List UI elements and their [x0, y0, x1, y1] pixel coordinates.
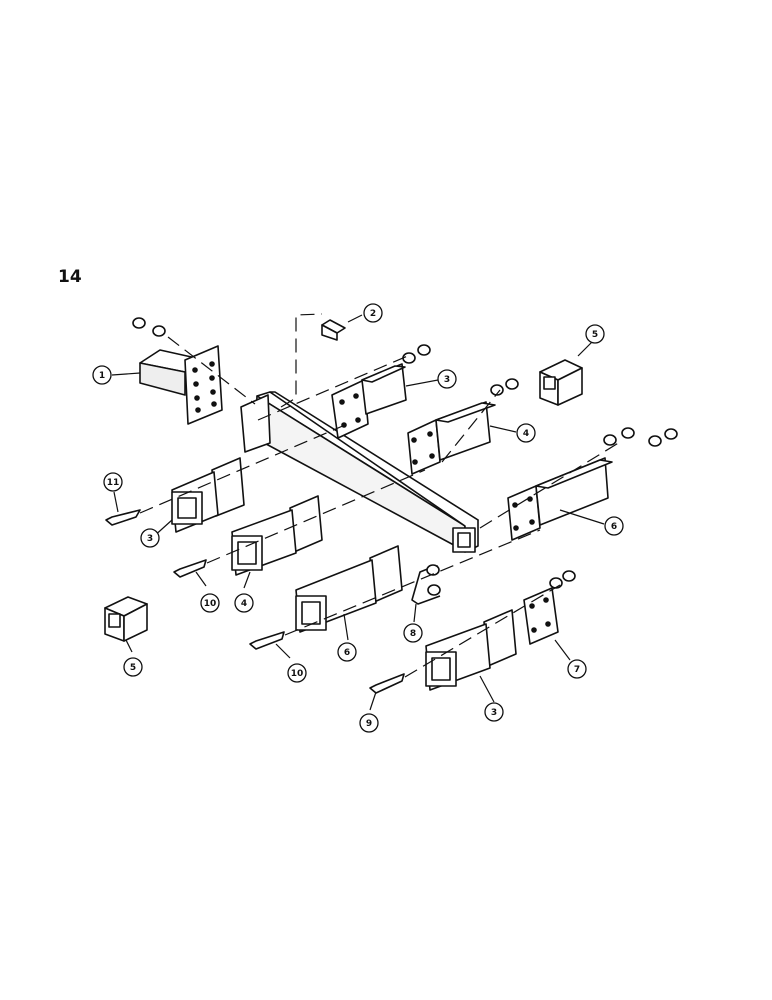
svg-text:3: 3: [147, 534, 153, 544]
callout-3-lower: 3: [484, 702, 504, 722]
bolt-9: [369, 673, 405, 694]
mount-tube-4-upper: [407, 401, 496, 475]
svg-text:8: 8: [410, 629, 416, 639]
callout-2: 2: [363, 303, 383, 323]
callout-5-lower: 5: [123, 657, 143, 677]
mount-tube-6-right: [507, 457, 613, 541]
bolt-10-lower: [249, 631, 285, 650]
callout-3-left: 3: [140, 528, 160, 548]
bolt-10-upper: [173, 559, 207, 578]
mount-tube-4-middle: [231, 495, 323, 576]
callout-10-upper: 10: [200, 593, 220, 613]
svg-text:3: 3: [444, 375, 450, 385]
callouts: 1 2 3 5 4 6 11 3 10 4 8 7 5 10 6 9 3: [92, 303, 624, 733]
callout-4-middle: 4: [234, 593, 254, 613]
bolt-2: [321, 319, 346, 341]
square-cap-5-lower: [104, 596, 148, 642]
square-cap-5-upper: [539, 359, 583, 406]
mount-tube-3-lower: [425, 609, 517, 691]
main-cross-tube: [240, 391, 479, 553]
callout-10-lower: 10: [287, 663, 307, 683]
callout-11: 11: [103, 472, 123, 492]
callout-5-upper: 5: [585, 324, 605, 344]
page-number: 14: [58, 267, 82, 287]
callout-6-right: 6: [604, 516, 624, 536]
bolt-11: [105, 509, 141, 526]
mount-tube-3-left: [171, 457, 245, 533]
callout-8: 8: [403, 623, 423, 643]
svg-text:3: 3: [491, 708, 497, 718]
svg-text:2: 2: [370, 309, 376, 319]
svg-text:9: 9: [366, 719, 372, 729]
svg-text:4: 4: [241, 599, 247, 609]
callout-1: 1: [92, 365, 112, 385]
svg-text:6: 6: [344, 648, 350, 658]
callout-9: 9: [359, 713, 379, 733]
svg-text:7: 7: [574, 665, 580, 675]
svg-text:5: 5: [130, 663, 136, 673]
mount-tube-6-lower: [295, 545, 403, 633]
svg-text:5: 5: [592, 330, 598, 340]
svg-text:10: 10: [291, 669, 304, 679]
svg-text:10: 10: [204, 599, 217, 609]
callout-7: 7: [567, 659, 587, 679]
assembly-lines: [139, 313, 621, 678]
svg-text:11: 11: [107, 478, 120, 488]
svg-text:6: 6: [611, 522, 617, 532]
callout-4-upper: 4: [516, 423, 536, 443]
callout-6-lower: 6: [337, 642, 357, 662]
leader-lines: [111, 314, 605, 711]
svg-text:4: 4: [523, 429, 529, 439]
mount-tube-3-upper: [331, 363, 407, 439]
callout-3-upper: 3: [437, 369, 457, 389]
hitch-bracket: [139, 345, 223, 425]
svg-text:1: 1: [99, 371, 105, 381]
